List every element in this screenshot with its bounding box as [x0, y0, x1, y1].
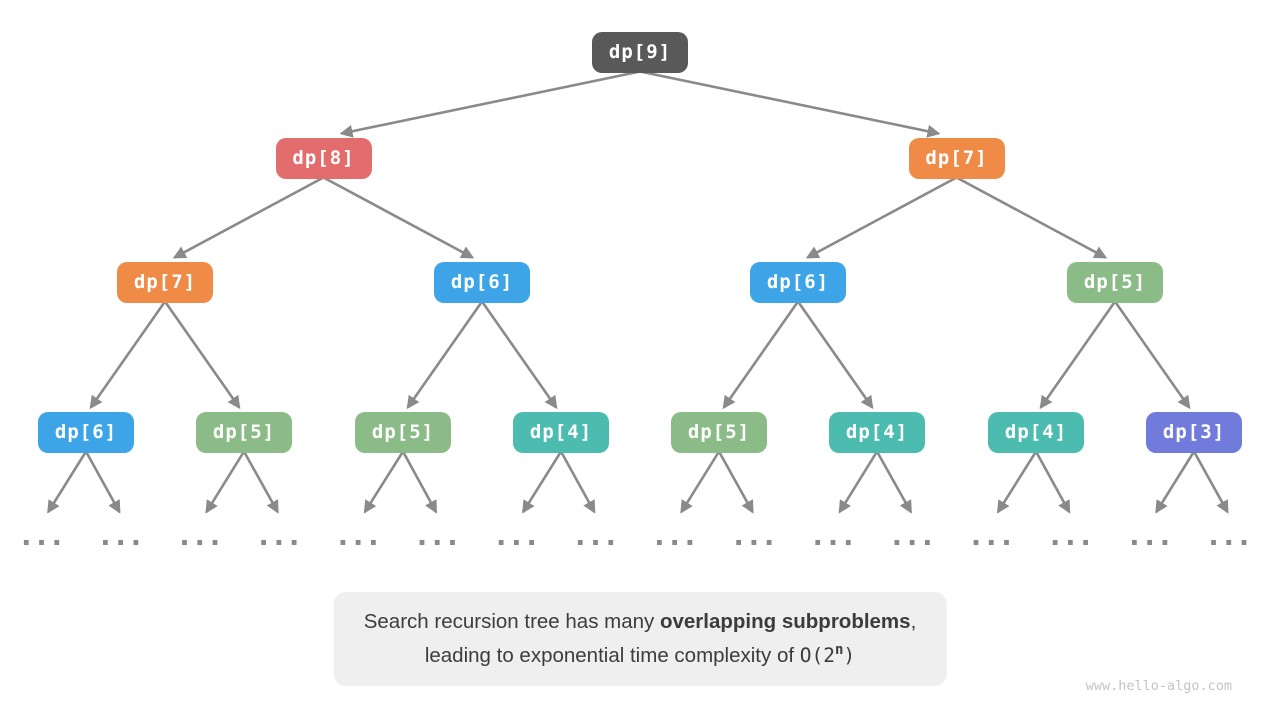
tree-edge-arrow — [875, 450, 913, 514]
tree-edge-arrow — [680, 450, 721, 514]
caption-box: Search recursion tree has many overlappi… — [333, 592, 947, 686]
tree-edge-arrow — [955, 176, 1108, 259]
tree-edge-arrow — [47, 450, 88, 514]
tree-node: dp[5] — [1067, 261, 1163, 303]
tree-node: dp[7] — [908, 137, 1005, 179]
tree-edge-arrow — [1155, 450, 1196, 514]
tree-edge-arrow — [322, 176, 475, 259]
caption-text: , — [910, 610, 917, 633]
ellipsis-leaf: ... — [21, 521, 67, 552]
tree-node: dp[8] — [275, 137, 372, 179]
caption-text: leading to exponential time complexity o… — [424, 644, 800, 667]
ellipsis-leaf: ... — [970, 521, 1017, 552]
tree-edge-arrow — [1192, 450, 1229, 514]
caption-bold-text: overlapping subproblems — [659, 610, 911, 633]
ellipsis-leaf: ... — [575, 521, 621, 552]
tree-node: dp[7] — [117, 261, 213, 303]
tree-edge-arrow — [363, 450, 405, 514]
tree-edge-arrow — [401, 450, 438, 514]
complexity-notation: O(2 — [799, 644, 835, 667]
caption-text: Search recursion tree has many — [363, 610, 660, 633]
tree-edge-arrow — [163, 300, 241, 410]
caption-line-1: Search recursion tree has many overlappi… — [364, 605, 917, 639]
tree-edge-arrow — [172, 176, 325, 259]
tree-node: dp[4] — [829, 411, 925, 453]
ellipsis-leaf: ... — [891, 521, 938, 552]
tree-node: dp[5] — [355, 411, 451, 453]
ellipsis-leaf: ... — [416, 521, 463, 552]
tree-edge-arrow — [480, 300, 558, 410]
tree-node: dp[6] — [750, 261, 846, 303]
ellipsis-leaf: ... — [100, 521, 147, 552]
ellipsis-leaf: ... — [496, 521, 542, 552]
tree-edge-arrow — [796, 300, 874, 410]
tree-edge-arrow — [242, 450, 279, 514]
tree-edge-arrow — [996, 450, 1038, 514]
tree-node: dp[6] — [434, 261, 530, 303]
ellipsis-leaf: ... — [1208, 521, 1255, 552]
tree-edge-arrow — [205, 450, 246, 514]
watermark: www.hello-algo.com — [1085, 678, 1232, 694]
tree-edge-arrow — [1113, 300, 1191, 410]
tree-edge-arrow — [559, 450, 596, 514]
tree-node: dp[3] — [1146, 411, 1242, 453]
tree-node: dp[9] — [592, 31, 688, 73]
tree-node: dp[4] — [988, 411, 1084, 453]
tree-edge-arrow — [722, 300, 800, 410]
ellipsis-leaf: ... — [337, 521, 384, 552]
tree-node: dp[5] — [671, 411, 767, 453]
tree-node: dp[6] — [38, 411, 134, 453]
tree-edge-arrow — [838, 450, 879, 514]
tree-edge-arrow — [522, 450, 563, 514]
tree-node: dp[4] — [513, 411, 609, 453]
tree-edge-arrow — [717, 450, 754, 514]
tree-node: dp[5] — [196, 411, 292, 453]
ellipsis-leaf: ... — [1129, 521, 1175, 552]
caption-line-2: leading to exponential time complexity o… — [364, 639, 917, 673]
ellipsis-leaf: ... — [1050, 521, 1096, 552]
ellipsis-leaf: ... — [733, 521, 780, 552]
ellipsis-leaf: ... — [654, 521, 701, 552]
tree-edge-arrow — [84, 450, 121, 514]
tree-edge-arrow — [406, 300, 484, 410]
tree-edge-arrow — [805, 176, 958, 259]
tree-edge-arrow — [89, 300, 167, 410]
complexity-exponent: n — [834, 642, 844, 659]
ellipsis-leaf: ... — [179, 521, 226, 552]
tree-edge-arrow — [639, 70, 941, 138]
ellipsis-leaf: ... — [812, 521, 859, 552]
tree-edge-arrow — [1039, 300, 1117, 410]
tree-edge-arrow — [339, 70, 641, 138]
complexity-notation: ) — [843, 644, 856, 667]
ellipsis-leaf: ... — [258, 521, 305, 552]
tree-edge-arrow — [1034, 450, 1071, 514]
